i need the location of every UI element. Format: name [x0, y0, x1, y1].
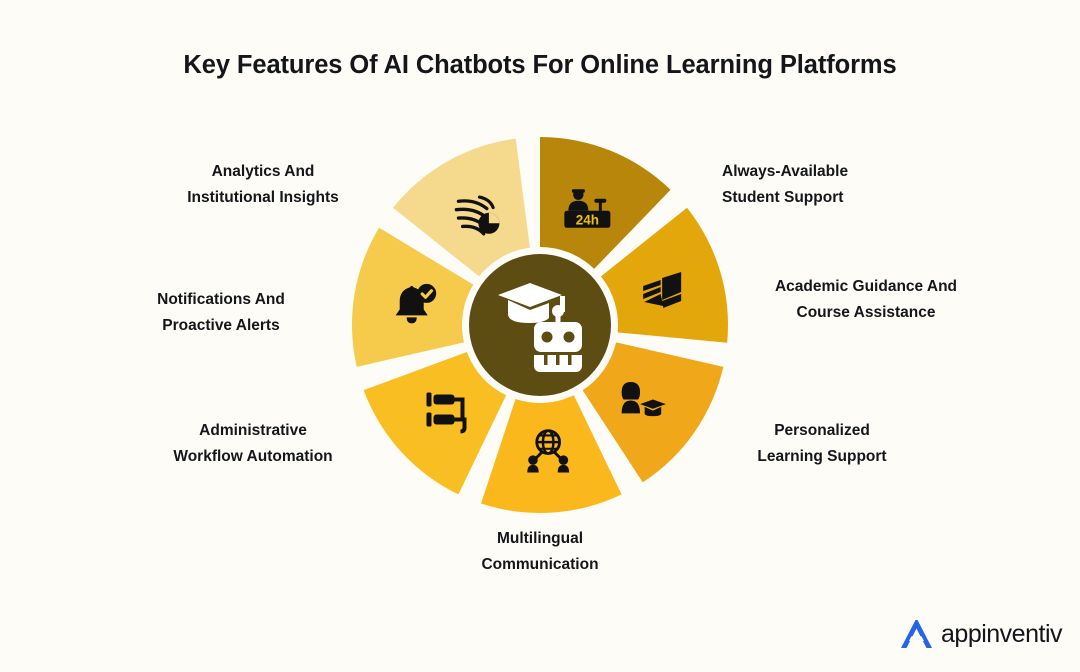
label-line-2: Course Assistance	[796, 304, 936, 322]
segment-label-administrative-workflow-automation: Administrative Workflow Automation	[155, 418, 351, 470]
pinwheel-segment-always-available-student-support[interactable]	[540, 137, 671, 269]
appinventiv-logo[interactable]: appinventiv	[896, 614, 1062, 654]
segment-label-analytics-institutional-insights: Analytics And Institutional Insights	[172, 159, 354, 211]
label-line-2: Communication	[481, 556, 599, 574]
label-line-1: Academic Guidance And	[774, 278, 958, 295]
appinventiv-wordmark: appinventiv	[941, 619, 1062, 648]
appinventiv-a-mark-icon	[901, 620, 933, 648]
label-line-1: Notifications And	[157, 291, 285, 308]
segment-label-multilingual-communication: Multilingual Communication	[440, 526, 640, 578]
page-title: Key Features Of AI Chatbots For Online L…	[183, 51, 897, 79]
segment-label-notifications-proactive-alerts: Notifications And Proactive Alerts	[141, 287, 301, 339]
pinwheel-segment-analytics-institutional-insights[interactable]	[393, 138, 530, 277]
pinwheel-segment-academic-guidance-course-assistance[interactable]	[600, 207, 729, 343]
pinwheel-svg: 24h	[351, 137, 729, 514]
label-line-1: Administrative	[199, 422, 307, 439]
label-line-2: Student Support	[722, 189, 844, 207]
label-line-2: Workflow Automation	[173, 448, 333, 466]
label-line-2: Institutional Insights	[187, 189, 339, 207]
label-line-1: Analytics And	[211, 163, 315, 180]
label-line-1: Always-Available	[722, 163, 849, 180]
label-line-1: Personalized	[774, 422, 870, 439]
label-line-1: Multilingual	[496, 530, 584, 547]
segment-label-always-available-student-support: Always-Available Student Support	[722, 159, 952, 211]
segment-label-academic-guidance-course-assistance: Academic Guidance And Course Assistance	[755, 274, 977, 326]
label-line-2: Proactive Alerts	[162, 317, 280, 335]
pinwheel-diagram: 24h	[310, 115, 770, 535]
segment-label-personalized-learning-support: Personalized Learning Support	[722, 418, 922, 470]
label-line-2: Learning Support	[757, 448, 887, 466]
